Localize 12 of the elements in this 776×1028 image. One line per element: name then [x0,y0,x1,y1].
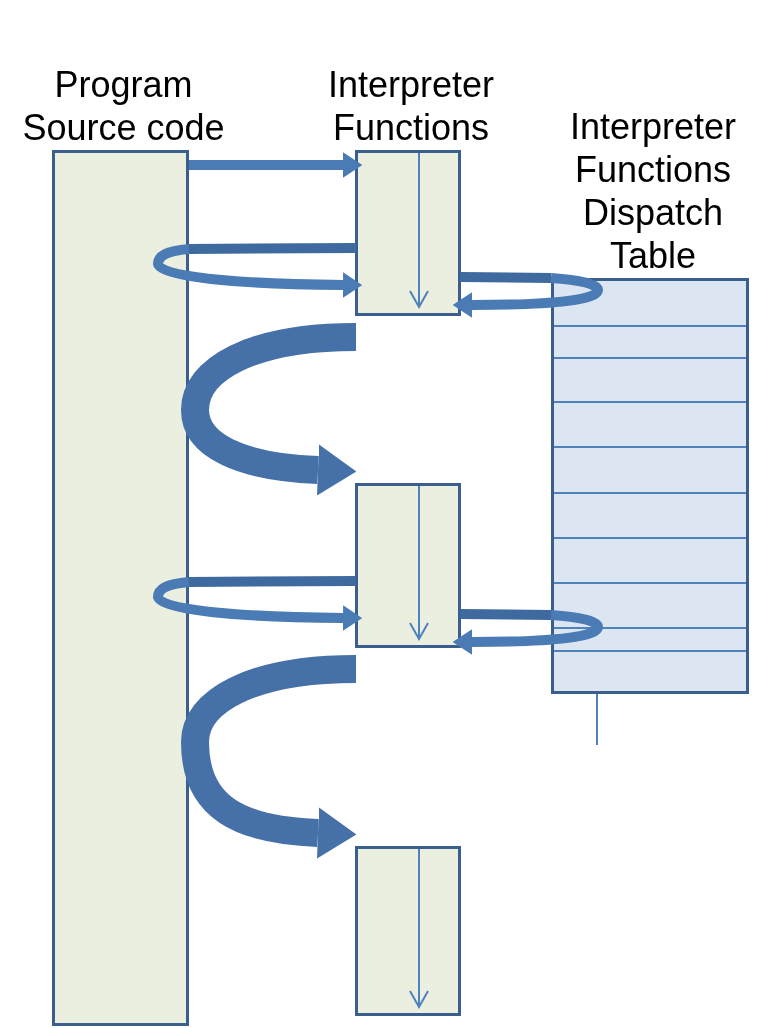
column-heading: Program Source code [21,63,226,149]
curved-arrow [153,577,363,631]
function-box [355,483,461,648]
curved-arrow [181,323,357,496]
curved-arrow [452,273,603,318]
column-heading: Interpreter Functions Dispatch Table [568,105,738,277]
curved-arrow [181,655,357,859]
curved-arrow [153,244,363,298]
curved-arrow [452,610,603,655]
arrow [189,152,363,178]
column-heading: Interpreter Functions [326,63,496,149]
function-box [355,846,461,1016]
